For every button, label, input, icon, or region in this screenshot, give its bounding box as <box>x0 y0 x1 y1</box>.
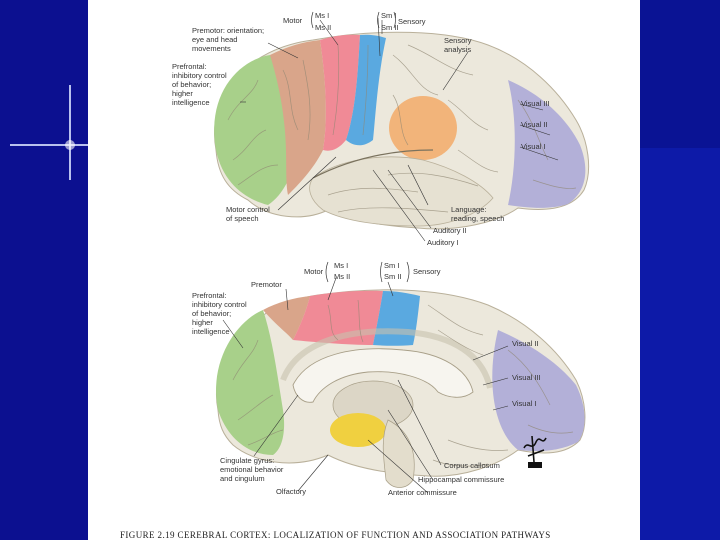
bottom-label-motor: Motor <box>304 267 324 276</box>
bottom-label-prefrontal-1: Prefrontal: <box>192 291 227 300</box>
top-label-prefrontal-3: of behavior; <box>172 80 211 89</box>
top-label-ms1: Ms I <box>315 11 329 20</box>
bottom-label-visual1: Visual I <box>512 399 536 408</box>
top-label-sm1: Sm I <box>381 11 396 20</box>
bottom-label-corpus-callosum: Corpus callosum <box>444 461 500 470</box>
figure-caption: FIGURE 2.19 CEREBRAL CORTEX: LOCALIZATIO… <box>120 530 551 540</box>
top-label-auditory2: Auditory II <box>433 226 467 235</box>
bottom-label-cingulate-2: emotional behavior <box>220 465 284 474</box>
brain-figure: Motor Ms I Ms II Sm I Sm II Sensory Prem… <box>88 0 640 540</box>
top-label-prefrontal-2: inhibitory control <box>172 71 227 80</box>
top-label-sensory: Sensory <box>398 17 426 26</box>
bottom-label-sm1: Sm I <box>384 261 399 270</box>
bottom-label-premotor: Premotor <box>251 280 282 289</box>
lateral-brain <box>214 32 588 229</box>
top-label-visual3: Visual III <box>521 99 550 108</box>
bottom-label-olfactory: Olfactory <box>276 487 306 496</box>
bottom-label-sensory: Sensory <box>413 267 441 276</box>
slide-background-right-lower <box>640 148 720 540</box>
bottom-label-anterior: Anterior commissure <box>388 488 457 497</box>
bottom-label-ms1: Ms I <box>334 261 348 270</box>
bottom-label-ms2: Ms II <box>334 272 350 281</box>
top-label-prefrontal-5: intelligence <box>172 98 210 107</box>
bottom-label-visual3: Visual III <box>512 373 541 382</box>
bottom-label-visual2: Visual II <box>512 339 539 348</box>
top-label-visual1: Visual I <box>521 142 545 151</box>
slide-background-left <box>0 0 88 540</box>
sparkle-horizontal <box>10 144 88 146</box>
bottom-label-cingulate-1: Cingulate gyrus: <box>220 456 274 465</box>
bottom-label-hippocampal: Hippocampal commissure <box>418 475 504 484</box>
bottom-label-prefrontal-3: of behavior; <box>192 309 231 318</box>
bottom-label-prefrontal-2: inhibitory control <box>192 300 247 309</box>
bottom-label-cingulate-3: and cingulum <box>220 474 265 483</box>
bottom-label-prefrontal-4: higher <box>192 318 213 327</box>
bottom-label-sm2: Sm II <box>384 272 402 281</box>
top-label-premotor-3: movements <box>192 44 231 53</box>
top-label-language-1: Language: <box>451 205 486 214</box>
top-label-sm2: Sm II <box>381 23 399 32</box>
limbic-region <box>330 413 386 447</box>
top-label-motor: Motor <box>283 16 303 25</box>
top-label-prefrontal-4: higher <box>172 89 193 98</box>
top-label-premotor-2: eye and head <box>192 35 237 44</box>
sparkle-vertical <box>69 85 71 180</box>
top-label-premotor-1: Premotor: orientation; <box>192 26 264 35</box>
top-label-sensory-analysis-1: Sensory <box>444 36 472 45</box>
top-label-prefrontal-1: Prefrontal: <box>172 62 207 71</box>
top-label-motor-speech-2: of speech <box>226 214 259 223</box>
top-label-motor-speech-1: Motor control <box>226 205 270 214</box>
top-label-sensory-analysis-2: analysis <box>444 45 471 54</box>
sparkle-center <box>65 140 75 150</box>
top-label-visual2: Visual II <box>521 120 548 129</box>
top-label-ms2: Ms II <box>315 23 331 32</box>
top-label-auditory1: Auditory I <box>427 238 459 247</box>
top-label-language-2: reading, speech <box>451 214 504 223</box>
figure-page: Motor Ms I Ms II Sm I Sm II Sensory Prem… <box>88 0 640 540</box>
bottom-label-prefrontal-5: intelligence <box>192 327 230 336</box>
